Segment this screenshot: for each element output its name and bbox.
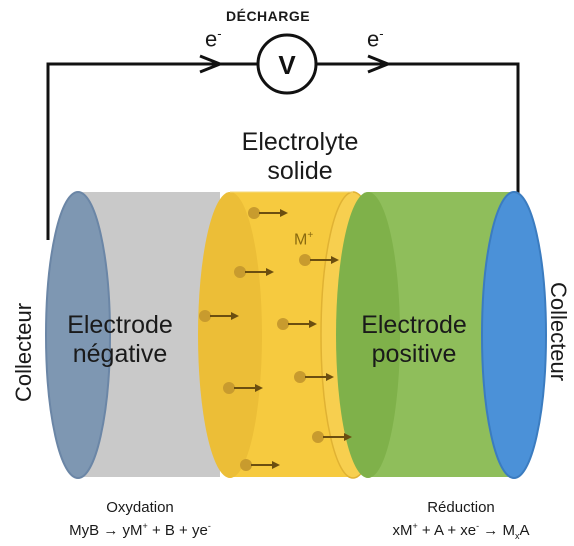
oxidation-eq-part-a: MyB → yM [69,522,143,539]
left-collector [45,191,111,479]
positive-line2: positive [371,340,457,368]
ion-arrow-head [280,209,288,217]
ion-with-arrow [277,318,317,330]
oxidation-equation: MyB → yM+ + B + ye- [20,517,260,540]
ion-arrow-head [344,433,352,441]
ion-dot [240,459,252,471]
ion-with-arrow [248,207,288,219]
reduction-plus: + [412,521,418,531]
ion-dot [312,431,324,443]
electron-symbol: e [205,26,218,52]
negative-electrode [78,192,220,477]
reduction-eq-part-c: → M [479,522,515,539]
ion-dot [234,266,246,278]
ion-arrow-head [231,312,239,320]
ion-with-arrow [223,382,263,394]
electrolyte-body [230,192,350,477]
ion-arrow-head [272,461,280,469]
voltmeter-symbol: V [278,50,296,80]
oxidation-title: Oxydation [106,499,174,516]
ion-arrow-head [266,268,274,276]
electrolyte-left-face [198,192,262,478]
ion-arrow-head [326,373,334,381]
negative-line2: négative [72,340,168,368]
oxidation-minus: - [207,521,211,531]
ion-charge: + [307,230,314,241]
right-collector-label: Collecteur [546,282,571,382]
reduction-eq-part-b: + A + xe [417,522,477,539]
ion-with-arrow [234,266,274,278]
ion-group [199,207,352,471]
external-circuit-wire [46,62,258,240]
ion-dot [199,310,211,322]
ion-arrow-head [309,320,317,328]
electron-charge: - [217,26,222,41]
ion-arrow-head [255,384,263,392]
negative-line1: Electrode [67,311,173,339]
ion-dot [299,254,311,266]
right-collector [481,191,547,479]
reduction-title: Réduction [427,499,495,516]
reduction-minus: - [476,521,480,531]
ion-with-arrow [312,431,352,443]
ion-dot [277,318,289,330]
reduction-eq-part-d: A [519,522,530,539]
ion-dot [248,207,260,219]
electron-arrow-left [199,54,225,74]
ion-with-arrow [199,310,239,322]
oxidation-block: Oxydation MyB → yM+ + B + ye- [20,498,260,540]
reduction-subscript: x [514,531,520,541]
left-collector-label: Collecteur [11,302,36,402]
electron-label-left: e- [205,26,222,52]
ion-arrow-head [331,256,339,264]
electron-charge: - [379,26,384,41]
oxidation-eq-part-b: + B + ye [147,522,208,539]
positive-electrode-label: Electrode positive [344,311,484,369]
electrolyte-line2: solide [267,157,333,185]
reduction-eq-part-a: xM [392,522,413,539]
positive-line1: Electrode [361,311,467,339]
voltmeter-icon [256,33,318,95]
ion-dot [294,371,306,383]
discharge-title: DÉCHARGE [226,8,311,24]
external-circuit-wire-right [316,62,520,240]
positive-electrode [368,192,512,477]
ion-with-arrow [294,371,334,383]
ion-label: M+ [294,230,313,249]
electron-label-right: e- [367,26,384,52]
ion-dot [223,382,235,394]
oxidation-plus: + [142,521,148,531]
reduction-block: Réduction xM+ + A + xe- → MxA [356,498,566,546]
electron-arrow-right [367,54,393,74]
negative-electrode-label: Electrode négative [50,311,190,369]
reduction-equation: xM+ + A + xe- → MxA [356,517,566,546]
electrolyte-label: Electrolyte solide [225,128,375,186]
ion-with-arrow [240,459,280,471]
ion-with-arrow [299,254,339,266]
electron-symbol: e [367,26,380,52]
electrolyte-line1: Electrolyte [241,128,359,156]
positive-electrode-left-face [336,192,400,478]
ion-symbol: M [294,231,308,249]
